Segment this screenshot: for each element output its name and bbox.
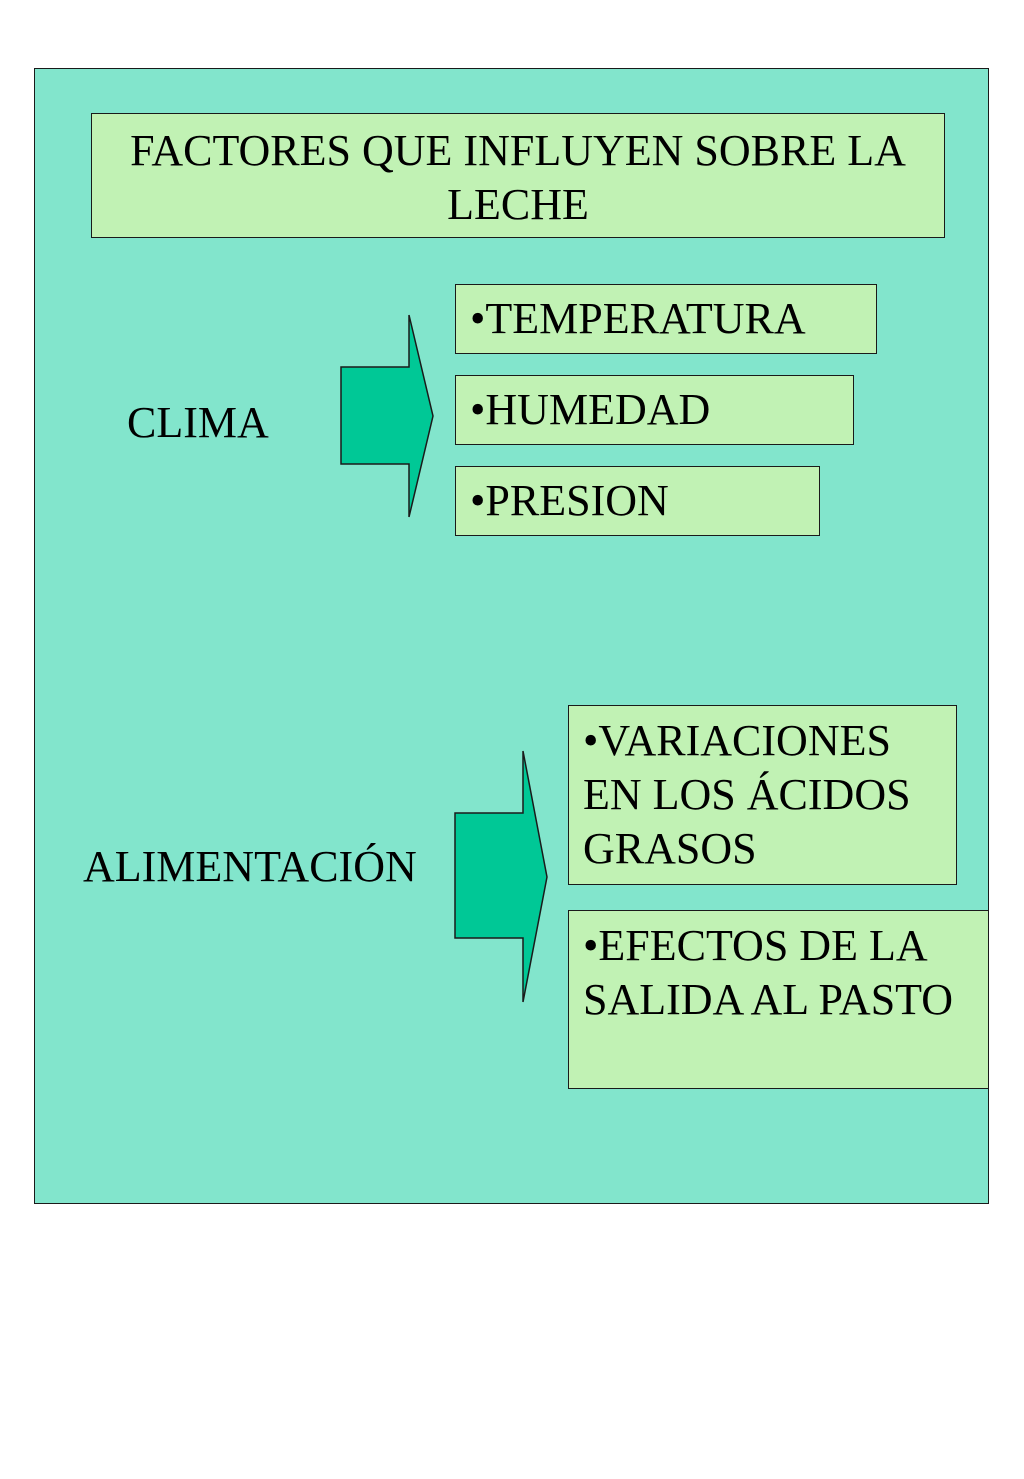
item-humedad: •HUMEDAD bbox=[455, 375, 854, 445]
group-label-alimentacion: ALIMENTACIÓN bbox=[83, 842, 417, 891]
item-efectos-salida-pasto: •EFECTOS DE LA SALIDA AL PASTO bbox=[568, 910, 989, 1089]
group-label-clima: CLIMA bbox=[127, 398, 269, 447]
diagram-title: FACTORES QUE INFLUYEN SOBRE LA LECHE bbox=[91, 113, 945, 238]
item-presion: •PRESION bbox=[455, 466, 820, 536]
arrow-alimentacion bbox=[454, 750, 548, 1003]
item-temperatura: •TEMPERATURA bbox=[455, 284, 877, 354]
arrow-clima bbox=[340, 314, 434, 518]
item-variaciones-acidos-grasos: •VARIACIONES EN LOS ÁCIDOS GRASOS bbox=[568, 705, 957, 885]
